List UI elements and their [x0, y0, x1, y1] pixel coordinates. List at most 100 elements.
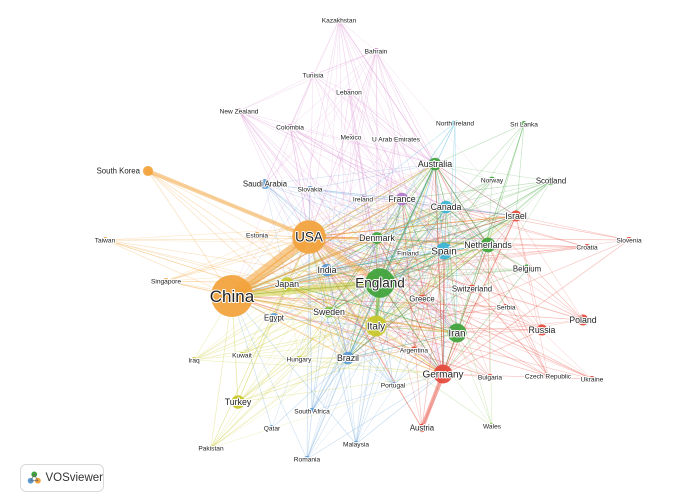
node-greece[interactable]: [417, 294, 427, 304]
label-uae[interactable]: U Arab Emirates: [371, 135, 422, 144]
node-egypt[interactable]: [268, 312, 280, 324]
label-srilanka[interactable]: Sri Lanka: [509, 120, 539, 129]
node-canada[interactable]: [439, 200, 453, 214]
label-netherlands[interactable]: Netherlands: [463, 239, 513, 251]
label-mexico[interactable]: Mexico: [340, 133, 363, 142]
label-slovakia[interactable]: Slovakia: [297, 185, 324, 194]
label-ireland[interactable]: Ireland: [352, 195, 374, 204]
node-slovenia[interactable]: [625, 236, 633, 244]
node-lebanon[interactable]: [346, 89, 352, 95]
node-uae[interactable]: [393, 136, 399, 142]
node-saudiarabia[interactable]: [259, 178, 271, 190]
label-croatia[interactable]: Croatia: [575, 243, 599, 252]
node-france[interactable]: [395, 192, 409, 206]
node-bahrain[interactable]: [372, 47, 380, 55]
node-switzerland[interactable]: [467, 284, 477, 294]
label-egypt[interactable]: Egypt: [263, 313, 286, 324]
node-taiwan[interactable]: [102, 237, 108, 243]
node-czech[interactable]: [544, 372, 552, 380]
node-malaysia[interactable]: [352, 440, 360, 448]
label-brazil[interactable]: Brazil: [336, 352, 360, 364]
label-bulgaria[interactable]: Bulgaria: [477, 373, 504, 382]
label-switzerland[interactable]: Switzerland: [451, 284, 493, 295]
node-england[interactable]: [365, 268, 395, 298]
label-china[interactable]: China: [209, 286, 256, 307]
label-pakistan[interactable]: Pakistan: [197, 444, 225, 453]
node-india[interactable]: [320, 263, 334, 277]
label-france[interactable]: France: [387, 193, 416, 205]
label-malaysia[interactable]: Malaysia: [342, 440, 370, 449]
vosviewer-logo[interactable]: VOSviewer: [20, 464, 104, 492]
label-wales[interactable]: Wales: [482, 422, 503, 431]
label-usa[interactable]: USA: [294, 229, 324, 246]
label-lebanon[interactable]: Lebanon: [335, 88, 363, 97]
node-ireland[interactable]: [359, 195, 367, 203]
node-austria[interactable]: [417, 423, 427, 433]
label-southafrica[interactable]: South Africa: [293, 407, 331, 416]
node-northireland[interactable]: [452, 120, 458, 126]
label-colombia[interactable]: Colombia: [275, 123, 305, 132]
label-kazakhstan[interactable]: Kazakhstan: [321, 16, 358, 25]
label-portugal[interactable]: Portugal: [380, 381, 407, 390]
label-iran[interactable]: Iran: [447, 328, 466, 341]
node-kazakhstan[interactable]: [336, 17, 342, 23]
node-norway[interactable]: [488, 176, 496, 184]
label-scotland[interactable]: Scotland: [535, 176, 567, 187]
label-belgium[interactable]: Belgium: [512, 264, 542, 275]
label-finland[interactable]: Finland: [396, 249, 420, 258]
label-poland[interactable]: Poland: [568, 314, 597, 326]
label-czech[interactable]: Czech Republic: [524, 372, 573, 381]
label-israel[interactable]: Israel: [504, 210, 528, 222]
label-ukraine[interactable]: Ukraine: [580, 375, 605, 384]
node-sweden[interactable]: [323, 306, 335, 318]
label-serbia[interactable]: Serbia: [495, 303, 516, 312]
label-kuwait[interactable]: Kuwait: [231, 351, 253, 360]
node-japan[interactable]: [280, 277, 294, 291]
label-sweden[interactable]: Sweden: [312, 306, 346, 318]
node-mexico[interactable]: [348, 134, 354, 140]
node-iraq[interactable]: [191, 357, 197, 363]
label-hungary[interactable]: Hungary: [286, 355, 314, 364]
label-denmark[interactable]: Denmark: [358, 232, 396, 244]
node-portugal[interactable]: [389, 381, 397, 389]
label-slovenia[interactable]: Slovenia: [615, 236, 643, 245]
node-croatia[interactable]: [583, 243, 591, 251]
label-spain[interactable]: Spain: [430, 246, 458, 259]
node-belgium[interactable]: [522, 264, 532, 274]
node-newzealand[interactable]: [236, 108, 242, 114]
node-southkorea[interactable]: [142, 165, 154, 177]
label-italy[interactable]: Italy: [366, 321, 386, 334]
node-denmark[interactable]: [371, 232, 383, 244]
node-scotland[interactable]: [546, 176, 556, 186]
label-southkorea[interactable]: South Korea: [96, 166, 142, 177]
label-australia[interactable]: Australia: [417, 158, 453, 170]
label-northireland[interactable]: North Ireland: [435, 119, 475, 128]
node-wales[interactable]: [488, 422, 496, 430]
label-qatar[interactable]: Qatar: [263, 424, 282, 433]
node-china[interactable]: [211, 275, 253, 317]
node-tunisia[interactable]: [309, 71, 317, 79]
node-qatar[interactable]: [268, 424, 276, 432]
node-serbia[interactable]: [502, 303, 510, 311]
node-finland[interactable]: [404, 249, 412, 257]
node-singapore[interactable]: [163, 278, 169, 284]
node-israel[interactable]: [510, 210, 522, 222]
label-greece[interactable]: Greece: [408, 294, 436, 305]
node-ukraine[interactable]: [588, 375, 596, 383]
node-italy[interactable]: [365, 315, 387, 337]
node-hungary[interactable]: [295, 355, 303, 363]
label-singapore[interactable]: Singapore: [150, 277, 182, 286]
label-romania[interactable]: Romania: [293, 455, 322, 464]
node-southafrica[interactable]: [308, 407, 316, 415]
label-taiwan[interactable]: Taiwan: [94, 236, 117, 245]
label-germany[interactable]: Germany: [421, 369, 464, 382]
label-iraq[interactable]: Iraq: [187, 356, 201, 365]
node-romania[interactable]: [303, 455, 311, 463]
node-iran[interactable]: [447, 323, 467, 343]
node-slovakia[interactable]: [306, 185, 314, 193]
label-bahrain[interactable]: Bahrain: [364, 47, 389, 56]
node-brazil[interactable]: [341, 351, 355, 365]
label-turkey[interactable]: Turkey: [224, 396, 253, 408]
label-tunisia[interactable]: Tunisia: [301, 71, 324, 80]
